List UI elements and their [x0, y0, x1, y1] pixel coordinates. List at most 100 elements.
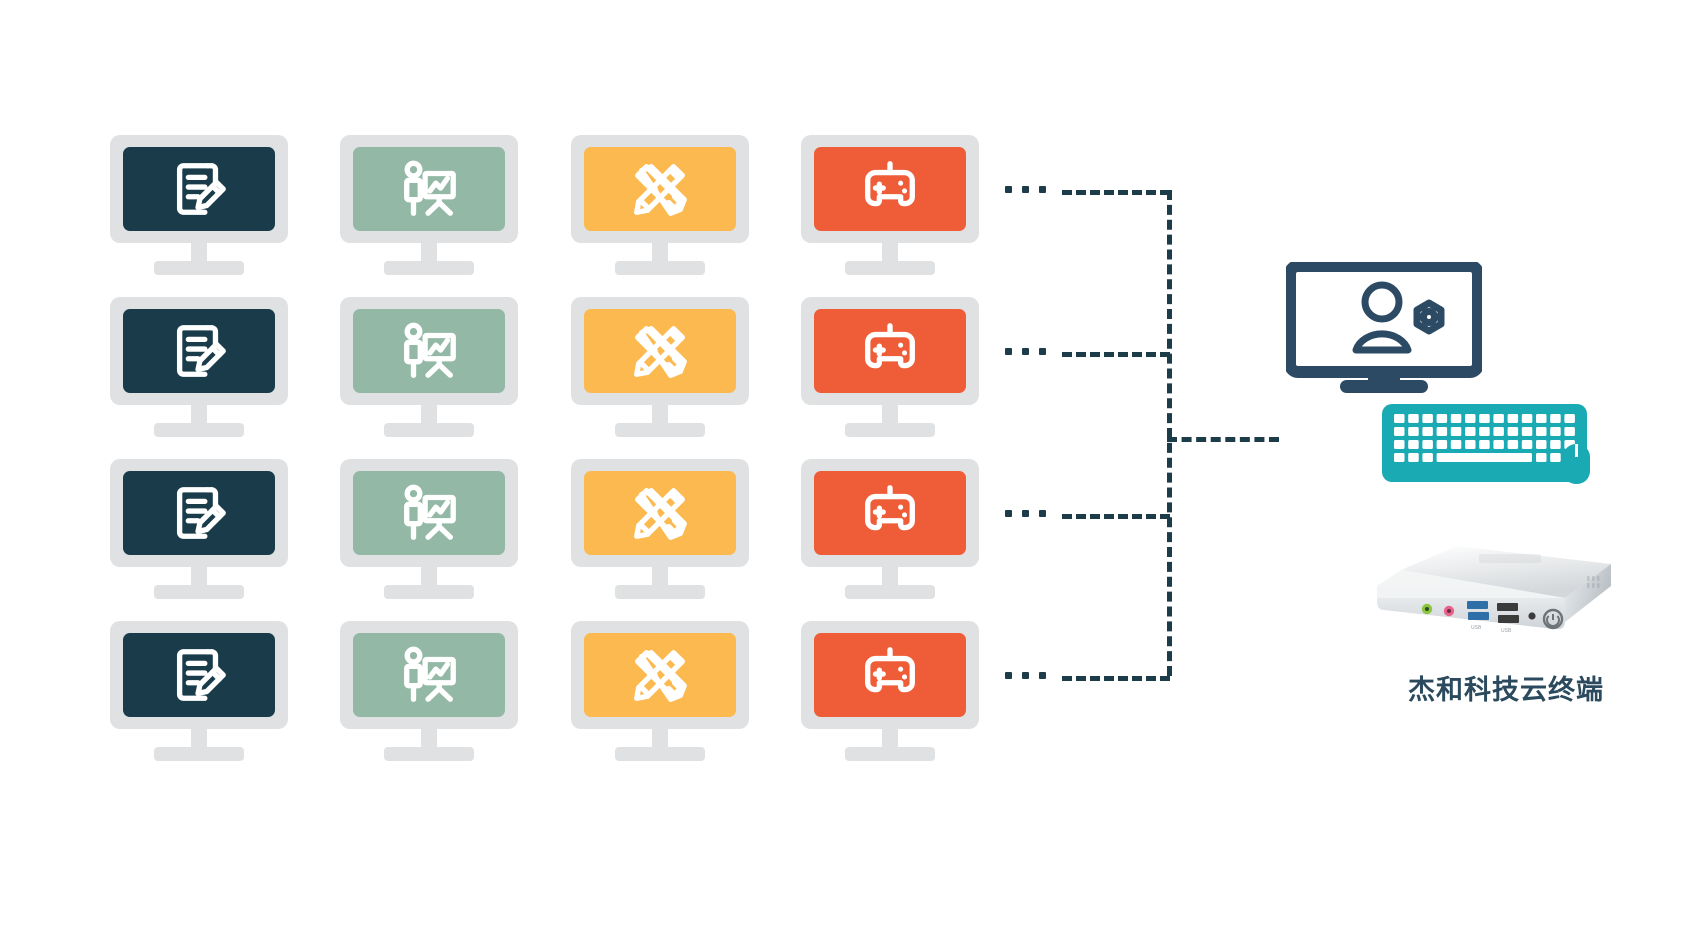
document-edit-icon — [168, 320, 230, 382]
monitor-screen — [123, 309, 275, 393]
monitor-screen — [814, 633, 966, 717]
monitor-neck — [191, 405, 207, 427]
monitor-screen — [814, 471, 966, 555]
monitor-screen — [123, 147, 275, 231]
presentation-chart-icon — [398, 320, 460, 382]
mini-pc-device[interactable]: USB USB — [1369, 540, 1619, 655]
monitor-screen — [353, 633, 505, 717]
monitor-screen — [584, 309, 736, 393]
usb-port-2 — [1468, 612, 1489, 620]
monitor-neck — [882, 567, 898, 589]
row-ellipsis-3 — [1005, 510, 1046, 517]
monitor-base — [615, 747, 705, 761]
ellipsis-dot — [1005, 510, 1012, 517]
presentation-chart-icon — [398, 644, 460, 706]
client-monitor-document-edit-r4[interactable] — [110, 621, 288, 761]
monitor-screen — [353, 471, 505, 555]
monitor-neck — [421, 405, 437, 427]
monitor-base — [845, 423, 935, 437]
ellipsis-dot — [1039, 348, 1046, 355]
monitor-neck — [421, 243, 437, 265]
client-monitor-pencil-ruler-r1[interactable] — [571, 135, 749, 275]
client-monitor-gamepad-r3[interactable] — [801, 459, 979, 599]
pencil-ruler-icon — [629, 158, 691, 220]
ellipsis-dot — [1022, 186, 1029, 193]
monitor-neck — [191, 243, 207, 265]
monitor-base — [615, 585, 705, 599]
client-monitor-document-edit-r3[interactable] — [110, 459, 288, 599]
monitor-neck — [882, 405, 898, 427]
monitor-screen — [814, 309, 966, 393]
admin-monitor[interactable] — [1284, 260, 1484, 399]
power-button — [1542, 608, 1564, 630]
pencil-ruler-icon — [629, 320, 691, 382]
row-ellipsis-4 — [1005, 672, 1046, 679]
monitor-base — [845, 747, 935, 761]
monitor-base — [845, 261, 935, 275]
presentation-chart-icon — [398, 482, 460, 544]
client-monitor-pencil-ruler-r2[interactable] — [571, 297, 749, 437]
monitor-screen — [353, 147, 505, 231]
monitor-screen — [814, 147, 966, 231]
monitor-base — [384, 423, 474, 437]
branch-link-2 — [1062, 352, 1170, 357]
usb-port-1 — [1467, 601, 1488, 609]
usb-port-4 — [1498, 615, 1519, 623]
monitor-neck — [652, 243, 668, 265]
ellipsis-dot — [1039, 510, 1046, 517]
svg-text:USB: USB — [1471, 625, 1482, 631]
monitor-base — [154, 423, 244, 437]
client-monitor-document-edit-r1[interactable] — [110, 135, 288, 275]
ellipsis-dot — [1022, 348, 1029, 355]
client-monitor-presentation-chart-r2[interactable] — [340, 297, 518, 437]
ellipsis-dot — [1005, 672, 1012, 679]
client-monitor-presentation-chart-r1[interactable] — [340, 135, 518, 275]
pencil-ruler-icon — [629, 644, 691, 706]
client-monitor-pencil-ruler-r3[interactable] — [571, 459, 749, 599]
port-captions: USB USB — [1471, 625, 1512, 634]
branding-emboss — [1479, 554, 1541, 563]
document-edit-icon — [168, 482, 230, 544]
monitor-neck — [421, 729, 437, 751]
ellipsis-dot — [1022, 672, 1029, 679]
client-monitor-gamepad-r4[interactable] — [801, 621, 979, 761]
gamepad-icon — [859, 158, 921, 220]
monitor-base — [384, 261, 474, 275]
power-jack — [1528, 612, 1536, 620]
client-monitor-pencil-ruler-r4[interactable] — [571, 621, 749, 761]
monitor-screen — [584, 147, 736, 231]
monitor-base — [154, 747, 244, 761]
client-monitor-presentation-chart-r4[interactable] — [340, 621, 518, 761]
svg-text:USB: USB — [1501, 628, 1512, 634]
ellipsis-dot — [1005, 348, 1012, 355]
client-monitor-gamepad-r2[interactable] — [801, 297, 979, 437]
client-monitor-gamepad-r1[interactable] — [801, 135, 979, 275]
document-edit-icon — [168, 158, 230, 220]
gamepad-icon — [859, 644, 921, 706]
server-uplink — [1167, 437, 1279, 442]
row-ellipsis-1 — [1005, 186, 1046, 193]
monitor-base — [845, 585, 935, 599]
branch-link-1 — [1062, 190, 1170, 195]
pencil-ruler-icon — [629, 482, 691, 544]
mouse-icon — [1563, 444, 1590, 484]
client-monitor-document-edit-r2[interactable] — [110, 297, 288, 437]
gamepad-icon — [859, 320, 921, 382]
device-label: 杰和科技云终端 — [1408, 675, 1604, 706]
monitor-neck — [191, 729, 207, 751]
monitor-screen — [123, 633, 275, 717]
monitor-base — [615, 423, 705, 437]
keyboard-mouse-group[interactable] — [1382, 401, 1642, 499]
monitor-base — [154, 585, 244, 599]
keyboard-icon — [1382, 404, 1587, 482]
monitor-base — [615, 261, 705, 275]
branch-link-3 — [1062, 514, 1170, 519]
monitor-neck — [191, 567, 207, 589]
monitor-neck — [652, 729, 668, 751]
vertical-bus-link — [1167, 190, 1172, 676]
ellipsis-dot — [1039, 672, 1046, 679]
client-monitor-presentation-chart-r3[interactable] — [340, 459, 518, 599]
usb-port-3 — [1497, 603, 1518, 611]
monitor-neck — [421, 567, 437, 589]
